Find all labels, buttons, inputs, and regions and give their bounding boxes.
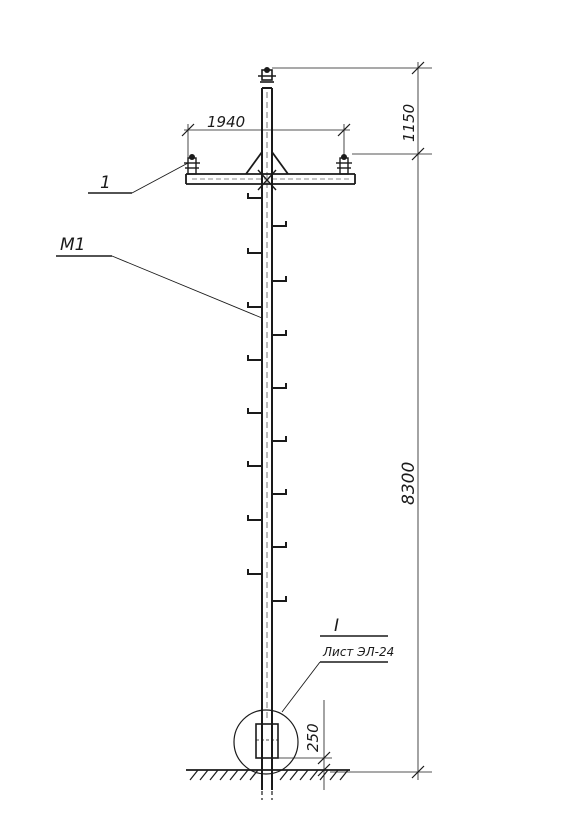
top-height-label: 1150 — [400, 104, 418, 142]
step-bolts — [247, 193, 287, 602]
crossarm-span-label: 1940 — [207, 113, 245, 131]
pole-footing — [233, 709, 299, 775]
leader-lines — [56, 162, 388, 713]
ground-line — [186, 769, 350, 800]
total-height-label: 8300 — [399, 462, 419, 505]
callout-1-label: 1 — [100, 173, 111, 193]
base-depth-label: 250 — [304, 723, 322, 752]
pole-shaft — [261, 87, 273, 790]
crossarm — [185, 151, 356, 191]
detail-sheet-label: Лист ЭЛ-24 — [322, 645, 394, 659]
left-insulator-icon — [184, 154, 200, 175]
detail-ref-label: I — [334, 616, 339, 636]
right-insulator-icon — [336, 154, 352, 175]
callout-m1-label: M1 — [60, 235, 85, 255]
height-dimensions — [272, 61, 432, 780]
base-depth-dimension — [278, 700, 332, 790]
top-insulator-icon — [258, 67, 276, 83]
crossarm-dimension — [181, 123, 351, 160]
